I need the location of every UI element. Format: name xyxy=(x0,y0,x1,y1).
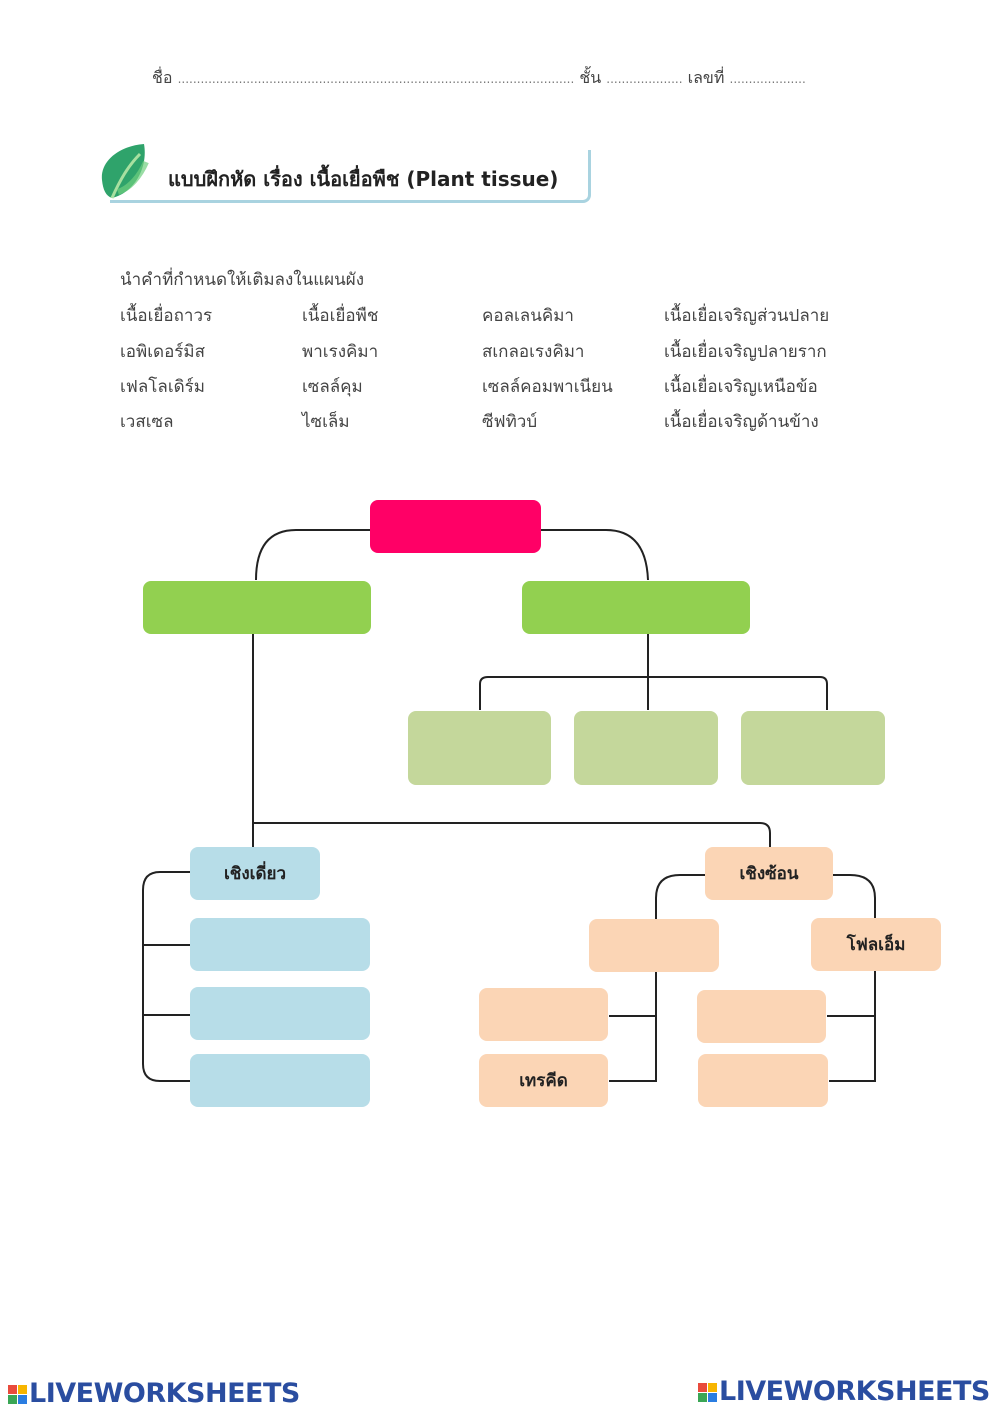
class-field[interactable]: .................... xyxy=(606,72,683,86)
worksheet-title: แบบฝึกหัด เรื่อง เนื้อเยื่อพืช (Plant ti… xyxy=(168,167,559,191)
word-item: พาเรงคิมา xyxy=(302,342,379,362)
word-item: เนื้อเยื่อพืช xyxy=(302,306,379,326)
word-item: เฟลโลเดิร์ม xyxy=(120,377,205,397)
footer-brand-left: LIVEWORKSHEETS xyxy=(8,1378,300,1409)
leaf-icon xyxy=(101,144,149,199)
word-item: เวสเซล xyxy=(120,412,174,432)
name-label: ชื่อ xyxy=(152,68,173,87)
answer-box-simple-tissue[interactable] xyxy=(190,918,370,971)
answer-box-simple-tissue[interactable] xyxy=(190,987,370,1040)
word-item: ซีฟทิวบ์ xyxy=(482,412,538,432)
answer-box-meristem-type[interactable] xyxy=(574,711,718,785)
answer-box-meristem-type[interactable] xyxy=(408,711,551,785)
word-item: เซลล์คอมพาเนียน xyxy=(482,377,613,397)
word-item: เนื้อเยื่อเจริญส่วนปลาย xyxy=(664,306,830,326)
word-item: เนื้อเยื่อเจริญด้านข้าง xyxy=(664,412,819,432)
word-item: สเกลอเรงคิมา xyxy=(482,342,585,362)
footer-brand-text: LIVEWORKSHEETS xyxy=(29,1378,300,1409)
name-field[interactable]: ........................................… xyxy=(177,72,575,86)
title-banner xyxy=(110,150,591,203)
answer-box-simple-tissue[interactable] xyxy=(190,1054,370,1107)
number-field[interactable]: .................... xyxy=(729,72,806,86)
answer-box-phloem-cell[interactable] xyxy=(697,990,826,1043)
word-item: คอลเลนคิมา xyxy=(482,306,574,326)
word-item: เซลล์คุม xyxy=(302,377,363,397)
number-label: เลขที่ xyxy=(687,68,725,87)
complex-tissue-label: เชิงซ้อน xyxy=(705,847,833,900)
answer-box-phloem-cell[interactable] xyxy=(698,1054,828,1107)
simple-tissue-label: เชิงเดี่ยว xyxy=(190,847,320,900)
phloem-label: โฟลเอ็ม xyxy=(811,918,941,971)
word-item: เนื้อเยื่อถาวร xyxy=(120,306,213,326)
liveworksheets-logo-icon xyxy=(698,1383,717,1402)
footer-brand-text: LIVEWORKSHEETS xyxy=(719,1376,990,1407)
student-info-line: ชื่อ ...................................… xyxy=(152,66,806,91)
answer-box-meristem[interactable] xyxy=(522,581,750,634)
word-item: เนื้อเยื่อเจริญเหนือข้อ xyxy=(664,377,818,397)
tracheid-label: เทรคีด xyxy=(479,1054,608,1107)
answer-box-plant-tissue[interactable] xyxy=(370,500,541,553)
footer-brand-right: LIVEWORKSHEETS xyxy=(698,1376,990,1407)
word-item: เนื้อเยื่อเจริญปลายราก xyxy=(664,342,827,362)
word-item: ไซเล็ม xyxy=(302,412,350,432)
word-item: เอพิเดอร์มิส xyxy=(120,342,205,362)
answer-box-permanent-tissue[interactable] xyxy=(143,581,371,634)
answer-box-xylem[interactable] xyxy=(589,919,719,972)
class-label: ชั้น xyxy=(579,68,602,87)
answer-box-xylem-cell[interactable] xyxy=(479,988,608,1041)
answer-box-meristem-type[interactable] xyxy=(741,711,885,785)
liveworksheets-logo-icon xyxy=(8,1385,27,1404)
instruction-text: นำคำที่กำหนดให้เติมลงในแผนผัง xyxy=(120,270,365,290)
